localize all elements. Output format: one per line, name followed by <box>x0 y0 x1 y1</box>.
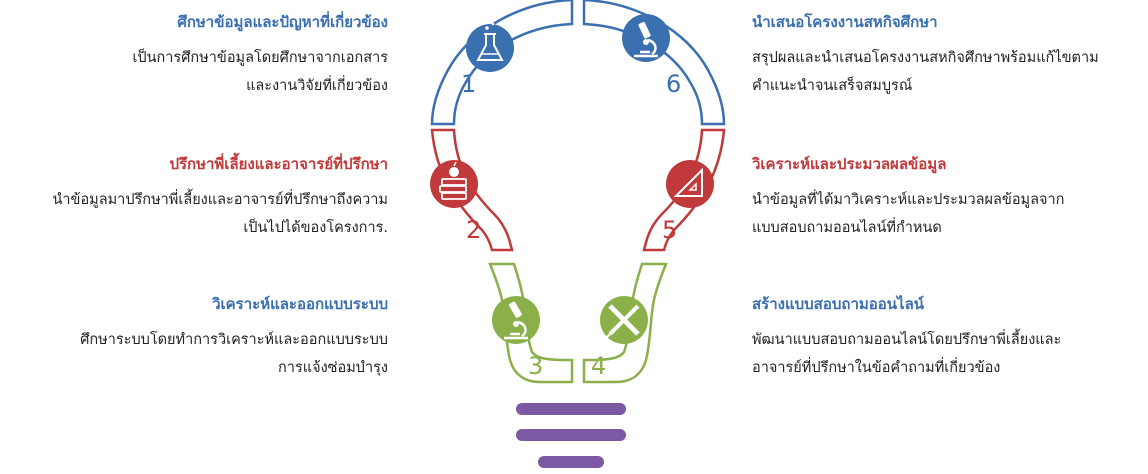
microscope-icon <box>622 14 670 62</box>
step-2-desc-line-2: เป็นไปได้ของโครงการ. <box>243 220 388 236</box>
step-5-description: นำข้อมูลที่ได้มาวิเคราะห์และประมวลผลข้อม… <box>752 186 1064 242</box>
step-3-text: วิเคราะห์และออกแบบระบบ ศึกษาระบบโดยทำการ… <box>80 294 388 382</box>
step-3-desc-line-1: ศึกษาระบบโดยทำการวิเคราะห์และออกแบบระบบ <box>80 332 388 348</box>
bulb-base-bar-1 <box>516 403 626 415</box>
step-2-desc-line-1: นำข้อมูลมาปรึกษาพี่เลี้ยงและอาจารย์ที่ปร… <box>52 192 389 208</box>
step-3-description: ศึกษาระบบโดยทำการวิเคราะห์และออกแบบระบบ … <box>80 326 388 382</box>
step-2-description: นำข้อมูลมาปรึกษาพี่เลี้ยงและอาจารย์ที่ปร… <box>53 186 389 242</box>
step-2-number: 2 <box>466 216 481 244</box>
bulb-base-bar-2 <box>516 429 626 441</box>
step-1-description: เป็นการศึกษาข้อมูลโดยศึกษาจากเอกสาร และง… <box>132 44 388 100</box>
step-1-desc-line-2: และงานวิจัยที่เกี่ยวข้อง <box>246 78 388 94</box>
step-5-text: วิเคราะห์และประมวลผลข้อมูล นำข้อมูลที่ได… <box>752 154 1064 242</box>
flask-icon <box>466 22 514 72</box>
step-5-desc-line-1: นำข้อมูลที่ได้มาวิเคราะห์และประมวลผลข้อม… <box>752 192 1065 208</box>
step-6-desc-line-1: สรุปผลและนำเสนอโครงงานสหกิจศึกษาพร้อมแก้… <box>752 50 1099 66</box>
step-6-desc-line-2: คำแนะนำจนเสร็จสมบูรณ์ <box>752 78 913 94</box>
step-4-desc-line-2: อาจารย์ที่ปรึกษาในข้อคำถามที่เกี่ยวข้อง <box>752 360 1001 376</box>
step-1-title: ศึกษาข้อมูลและปัญหาที่เกี่ยวข้อง <box>177 13 388 31</box>
step-4-title: สร้างแบบสอบถามออนไลน์ <box>752 295 925 313</box>
step-4-description: พัฒนาแบบสอบถามออนไลน์โดยปรึกษาพี่เลี้ยงแ… <box>752 326 1061 382</box>
step-6-text: นำเสนอโครงงานสหกิจศึกษา สรุปผลและนำเสนอโ… <box>752 12 1099 100</box>
step-4-text: สร้างแบบสอบถามออนไลน์ พัฒนาแบบสอบถามออนไ… <box>752 294 1061 382</box>
step-3-desc-line-2: การแจ้งซ่อมบำรุง <box>278 360 388 376</box>
step-6-description: สรุปผลและนำเสนอโครงงานสหกิจศึกษาพร้อมแก้… <box>752 44 1099 100</box>
step-1-desc-line-1: เป็นการศึกษาข้อมูลโดยศึกษาจากเอกสาร <box>132 50 388 66</box>
segment-2 <box>430 128 514 252</box>
step-3-number: 3 <box>528 352 543 380</box>
step-3-title: วิเคราะห์และออกแบบระบบ <box>212 295 388 313</box>
step-1-number: 1 <box>461 70 476 98</box>
step-2-text: ปรึกษาพี่เลี้ยงและอาจารย์ที่ปรึกษา นำข้อ… <box>53 154 389 242</box>
step-5-number: 5 <box>662 216 677 244</box>
step-5-desc-line-2: แบบสอบถามออนไลน์ที่กำหนด <box>752 220 942 236</box>
step-6-number: 6 <box>666 70 681 98</box>
step-4-desc-line-1: พัฒนาแบบสอบถามออนไลน์โดยปรึกษาพี่เลี้ยงแ… <box>752 332 1062 348</box>
step-1-text: ศึกษาข้อมูลและปัญหาที่เกี่ยวข้อง เป็นการ… <box>132 12 388 100</box>
step-6-title: นำเสนอโครงงานสหกิจศึกษา <box>752 13 938 31</box>
step-2-title: ปรึกษาพี่เลี้ยงและอาจารย์ที่ปรึกษา <box>169 155 388 173</box>
pencil-ruler-icon <box>600 296 648 344</box>
microscope-icon <box>492 296 540 344</box>
set-square-icon <box>666 160 714 208</box>
step-4-number: 4 <box>591 352 606 380</box>
bulb-base-bar-3 <box>538 456 604 468</box>
apple-books-icon <box>430 160 478 208</box>
step-5-title: วิเคราะห์และประมวลผลข้อมูล <box>752 155 947 173</box>
